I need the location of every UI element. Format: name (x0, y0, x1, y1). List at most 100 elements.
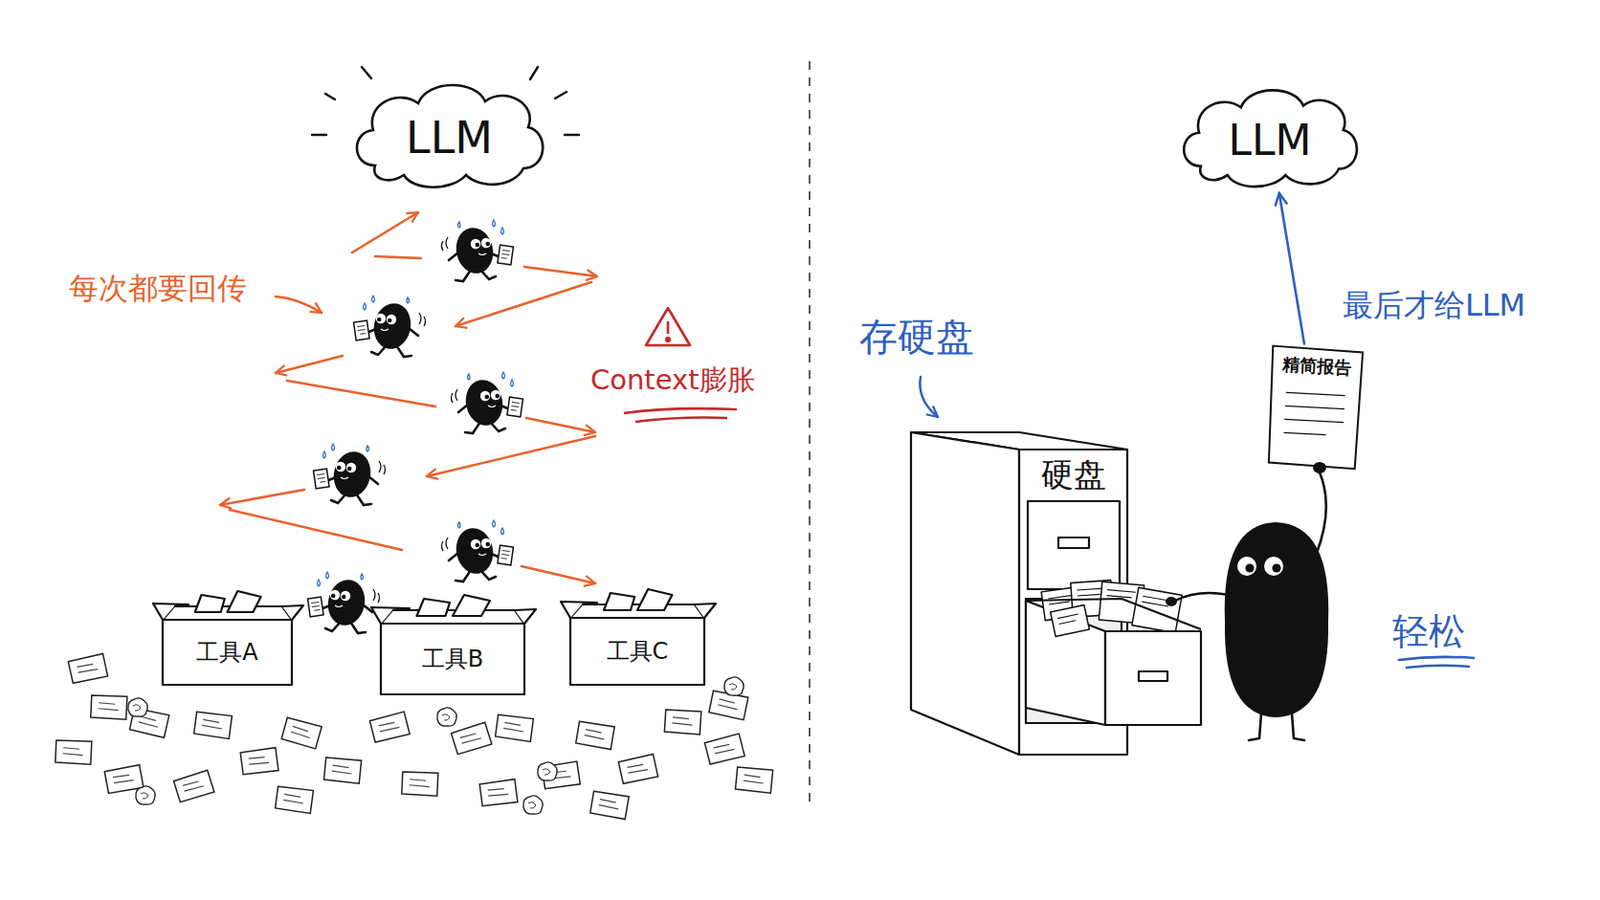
node-text-area: 工具C (570, 618, 705, 686)
character-eye (1237, 556, 1257, 577)
box-outline (371, 595, 536, 695)
annotation-label: 每次都要回传 (68, 271, 247, 305)
report-paper: 精简报告 (1265, 344, 1366, 472)
box-flap (371, 607, 410, 624)
running-character (308, 572, 380, 634)
return-trip-arrow (426, 436, 596, 477)
crumpled-paper (128, 698, 148, 717)
return-trip-arrow (526, 418, 596, 433)
character-arm (1316, 472, 1327, 554)
cabinet-side (911, 432, 1020, 756)
character-pupil (1271, 563, 1281, 573)
box-outline (560, 589, 716, 686)
box-outline (153, 591, 304, 686)
box-paper (417, 599, 451, 617)
scattered-paper (494, 712, 535, 743)
box-front (570, 618, 705, 686)
cloud-ray (325, 93, 335, 100)
scattered-paper (589, 789, 630, 821)
box-paper (637, 589, 672, 611)
scattered-paper (663, 708, 702, 736)
box-flap (694, 603, 716, 619)
drawer-paper (1076, 588, 1104, 597)
cloud-ray (564, 133, 579, 136)
return-trip-arrow (229, 510, 402, 551)
return-trip-arrow (352, 212, 419, 253)
scattered-paper (734, 765, 775, 795)
running-character (442, 520, 514, 582)
scattered-paper (54, 738, 93, 766)
filing-cabinet: 硬盘 (909, 421, 1208, 758)
annotation-label: 存硬盘 (859, 315, 975, 358)
return-trip-arrow (521, 566, 596, 584)
running-character (451, 372, 524, 434)
cloud-label: LLM (405, 113, 493, 163)
scattered-paper (369, 711, 410, 743)
running-character (354, 295, 426, 357)
node-text-area: LLM (346, 78, 553, 199)
running-characters (308, 220, 524, 634)
scattered-paper (193, 710, 234, 740)
running-character (313, 444, 386, 506)
warning-mark (666, 337, 670, 342)
scattered-paper (400, 770, 440, 798)
box-front (380, 623, 525, 695)
crumpled-paper (724, 677, 744, 696)
box-paper (603, 593, 635, 611)
drawer-front (1105, 631, 1201, 726)
scattered-paper (450, 722, 492, 756)
return-trip-arrow (524, 266, 598, 277)
drawer-paper (1132, 587, 1182, 633)
scattered-paper (479, 779, 518, 807)
box-paper (195, 595, 225, 613)
character-eye (1264, 556, 1284, 577)
scattered-paper (323, 755, 363, 785)
scattered-paper (575, 719, 616, 751)
scattered-paper (240, 748, 279, 776)
drawer-handle (1058, 537, 1089, 549)
node-text-area: 硬盘 (1019, 451, 1128, 500)
character-hand (1312, 462, 1327, 474)
scattered-paper (89, 693, 129, 721)
character-leg (1248, 713, 1262, 741)
return-trip-arrows (220, 212, 598, 584)
label-underline (1406, 666, 1469, 668)
return-trip-arrow (287, 380, 436, 407)
cloud-ray (530, 66, 538, 80)
character-arm (1175, 593, 1229, 601)
scattered-paper (274, 784, 315, 815)
cloud-ray (311, 133, 327, 136)
tool-box: 工具B (380, 604, 525, 695)
node-text-area: 工具B (380, 623, 525, 695)
warning-underline (623, 408, 737, 414)
box-flap (153, 603, 189, 621)
drawer-rim (1025, 599, 1201, 630)
node-label: 工具A (196, 640, 258, 666)
paper-line (1286, 392, 1346, 396)
paper-sheet (1266, 346, 1363, 470)
cloud-outline (1183, 89, 1357, 187)
box-front (162, 620, 292, 686)
crumpled-paper (523, 796, 543, 815)
cloud-ray (361, 66, 372, 79)
label-pointer-arrow (919, 377, 938, 418)
label-underline (1399, 657, 1474, 661)
paper-outline (1266, 346, 1363, 470)
box-flap (282, 605, 304, 621)
return-trip-arrow (220, 489, 305, 506)
character-body (1224, 522, 1330, 718)
warning-underline (635, 418, 728, 423)
running-character (308, 572, 380, 634)
label-pointer-arrow (275, 296, 322, 313)
node-label: 工具C (606, 639, 669, 665)
tool-box: 工具A (162, 600, 292, 686)
annotation-label: 轻松 (1392, 612, 1466, 653)
drawer-paper (1050, 605, 1090, 638)
scattered-paper (618, 754, 659, 784)
llm-cloud: LLM (1174, 80, 1366, 194)
scattered-paper (280, 715, 323, 751)
